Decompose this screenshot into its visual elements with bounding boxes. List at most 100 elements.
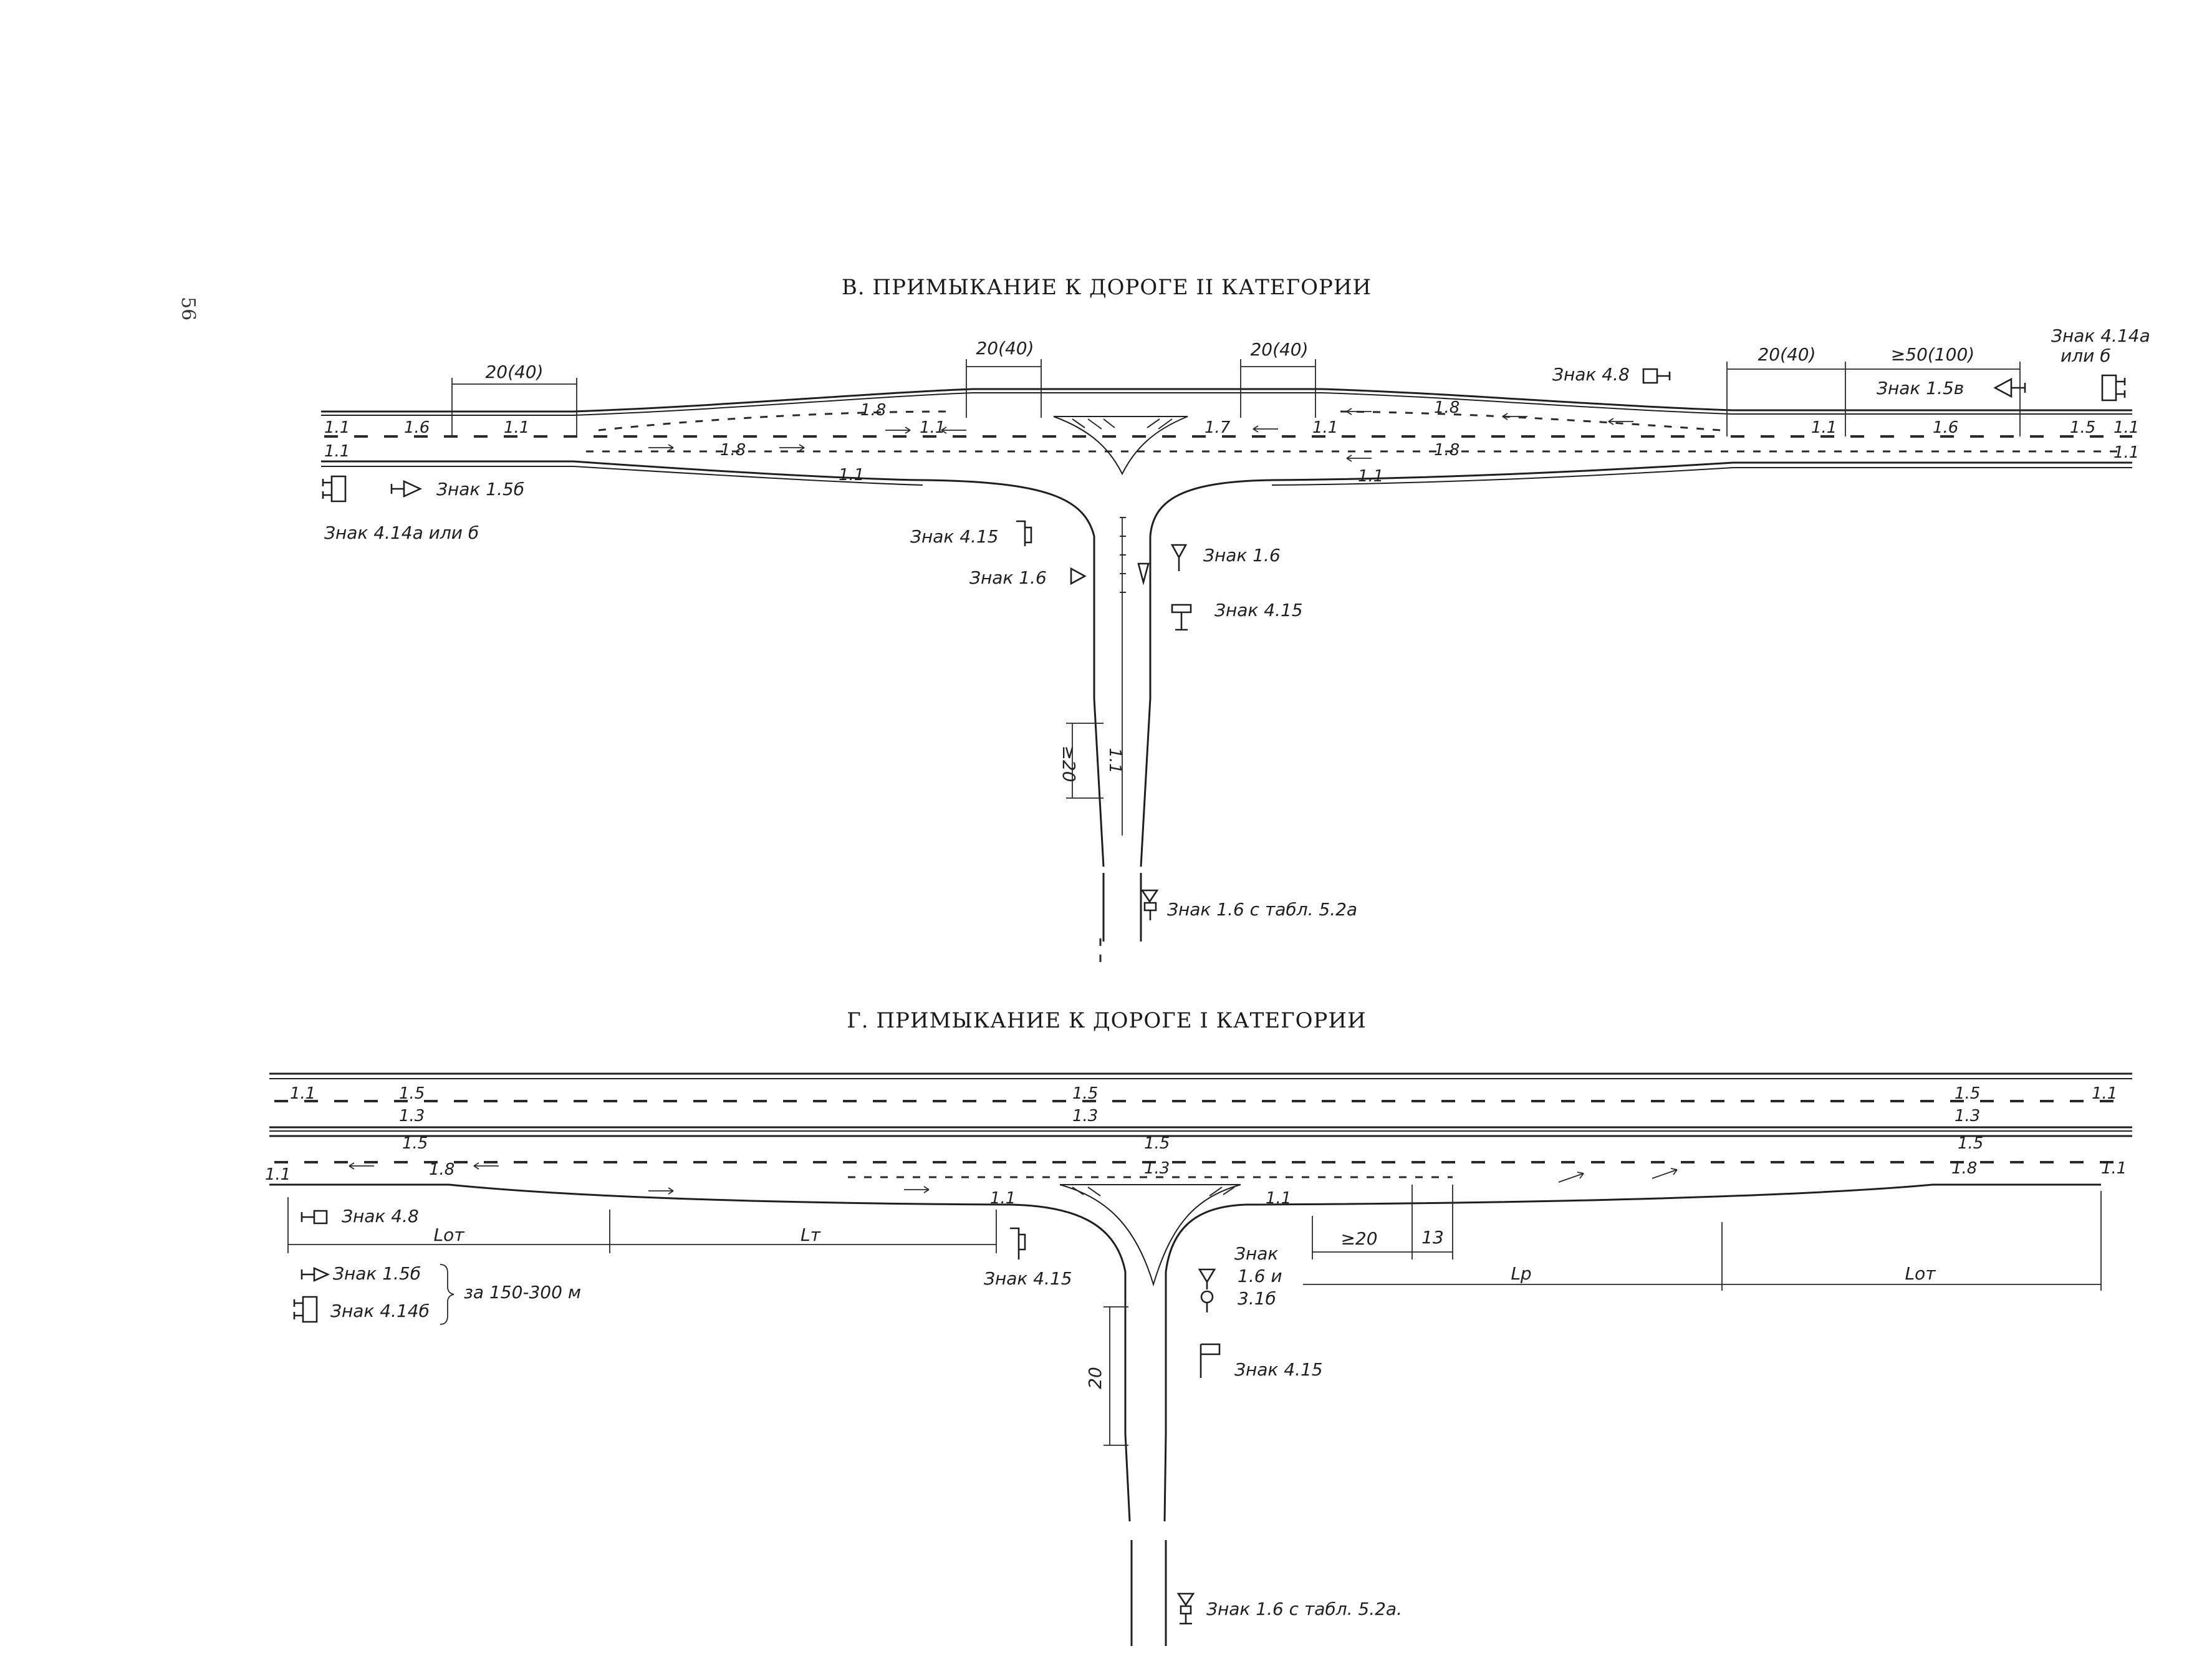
g-mark-b-1-1-r: 1.1: [2101, 1159, 2127, 1178]
g-sign-1-5b-label: Знак 1.5б: [333, 1263, 421, 1284]
v-bottom-inner-left: [321, 466, 923, 486]
page-number: 56: [177, 297, 199, 320]
g-dim-lot-right: [1722, 1191, 2102, 1291]
v-dim-vert-label: ≥20: [1059, 745, 1079, 782]
v-mark-1-8-d: 1.8: [1434, 441, 1459, 460]
g-mark-t-1-5-b: 1.5: [1072, 1084, 1098, 1103]
v-main-top-edge-inner: [321, 392, 2132, 416]
v-mark-1-1-h: 1.1: [1811, 418, 1837, 437]
g-sign-combo-line2: 1.6 и: [1238, 1266, 1282, 1286]
v-sign-1-6-right-icon: [1170, 544, 1188, 571]
v-mark-1-1-e: 1.1: [839, 466, 864, 484]
v-sign-4-8-label: Знак 4.8: [1552, 364, 1630, 385]
v-mark-1-1-j: 1.1: [2113, 443, 2139, 462]
v-lane-line-upper: [598, 410, 948, 431]
v-dim-2-label: 20(40): [976, 338, 1034, 359]
g-mark-b-1-3: 1.3: [1144, 1159, 1170, 1178]
v-mark-1-1-c: 1.1: [324, 442, 350, 461]
g-sign-combo-icon: [1198, 1268, 1216, 1312]
g-mark-b-1-8-a: 1.8: [429, 1160, 454, 1179]
v-mark-1-8-a: 1.8: [860, 401, 886, 420]
g-sign-1-6-tab-label: Знак 1.6 с табл. 5.2а.: [1206, 1599, 1402, 1619]
g-dim-lot-left-label: Lот: [433, 1225, 464, 1245]
v-dim-2: [966, 359, 1042, 418]
v-sign-1-6-left-icon: [1070, 567, 1087, 585]
v-dimensions: 20(40) 20(40) 20(40) 20(40) ≥50(100) ≥20: [451, 338, 2021, 799]
v-mark-1-8-c: 1.8: [1434, 398, 1459, 417]
g-mark-b-1-1-c: 1.1: [990, 1189, 1016, 1208]
v-mark-1-1-g: 1.1: [1358, 467, 1383, 486]
g-dim-lot-right-label: Lот: [1905, 1263, 1936, 1284]
v-mark-1-1-stem: 1.1: [1105, 748, 1124, 773]
g-dim-vert-label: 20: [1085, 1367, 1105, 1389]
g-island: [1059, 1184, 1241, 1287]
v-bottom-inner-right: [1271, 467, 2132, 486]
v-dim-3: [1240, 359, 1316, 418]
v-sign-4-14-right-or: или б: [2061, 345, 2110, 366]
v-sign-1-6-tab-icon: [1140, 889, 1159, 920]
g-sign-4-15-right-icon: [1200, 1343, 1221, 1378]
section-v-road: [321, 388, 2132, 963]
section-g-road: [269, 1072, 2132, 1646]
g-mark-t-1-1-r: 1.1: [2092, 1084, 2117, 1103]
g-mark-t-1-3-c: 1.3: [1955, 1107, 1980, 1125]
g-sign-4-15-left-label: Знак 4.15: [984, 1268, 1072, 1289]
g-sign-1-5b-icon: [301, 1266, 330, 1283]
g-marking-labels: 1.1 1.5 1.3 1.5 1.3 1.5 1.3 1.1 1.5 1.1 …: [265, 1084, 2127, 1208]
g-sign-combo-line3: 3.1б: [1238, 1288, 1276, 1309]
g-mark-t-1-5-a: 1.5: [399, 1084, 425, 1103]
g-lane-arrows: [349, 1162, 1678, 1195]
v-sign-4-15-right-icon: [1171, 604, 1192, 631]
v-sign-4-15-right-label: Знак 4.15: [1214, 600, 1303, 620]
g-sign-distance-label: за 150-300 м: [464, 1282, 581, 1302]
v-sign-4-14-right-icon: [2101, 374, 2126, 402]
g-sign-4-14b-icon: [293, 1296, 318, 1323]
v-island-hatch: [1072, 418, 1173, 430]
v-dim-5: [1845, 362, 2021, 436]
v-sign-1-5b-icon: [390, 479, 423, 498]
section-v-title: В. ПРИМЫКАНИЕ К ДОРОГЕ II КАТЕГОРИИ: [842, 275, 1372, 300]
v-dim-4-label: 20(40): [1758, 344, 1815, 365]
g-dim-lt-label: Lт: [801, 1225, 821, 1245]
v-sign-1-6-tab-label: Знак 1.6 с табл. 5.2а: [1167, 899, 1357, 920]
g-mark-t-1-5-c: 1.5: [1955, 1084, 1980, 1103]
v-sign-4-8-icon: [1642, 368, 1671, 384]
g-sign-4-8-icon: [301, 1210, 328, 1225]
v-lane-arrows: [648, 408, 1633, 462]
g-sign-4-8-label: Знак 4.8: [342, 1206, 419, 1226]
v-dim-4: [1726, 362, 1846, 436]
v-sign-1-5b-label: Знак 1.5б: [436, 479, 524, 499]
g-sign-combo-line1: Знак: [1234, 1243, 1278, 1264]
v-sign-4-14-right-label: Знак 4.14а: [2051, 325, 2150, 346]
g-dim-lot-left: [287, 1197, 610, 1253]
g-dim-lt: [610, 1210, 997, 1253]
v-dim-vert: [1066, 723, 1104, 799]
g-mark-t-1-3-b: 1.3: [1072, 1107, 1098, 1125]
v-mark-1-1-a: 1.1: [324, 418, 350, 437]
section-g-title: Г. ПРИМЫКАНИЕ К ДОРОГЕ I КАТЕГОРИИ: [847, 1008, 1366, 1033]
g-sign-4-15-left-icon: [1010, 1227, 1026, 1259]
g-signs: Знак 4.8 Знак 1.5б Знак 4.14б за 150-300…: [293, 1206, 1402, 1625]
v-island: [1053, 416, 1188, 476]
v-sign-1-6-stem-icon: [1137, 562, 1150, 586]
v-sign-4-15-left-icon: [1016, 520, 1032, 546]
g-sign-1-6-tab-icon: [1176, 1592, 1195, 1625]
v-dim-1: [451, 378, 577, 436]
g-sign-bracket: [440, 1264, 454, 1325]
g-mark-b-1-1-l: 1.1: [265, 1165, 291, 1184]
v-sign-1-6-right-label: Знак 1.6: [1203, 545, 1281, 566]
v-dim-3-label: 20(40): [1250, 339, 1308, 360]
g-mark-b-1-8-r: 1.8: [1951, 1159, 1977, 1178]
g-dim-ge20-label: ≥20: [1340, 1228, 1377, 1249]
v-dim-1-label: 20(40): [485, 362, 543, 382]
v-mark-1-6-a: 1.6: [404, 418, 430, 437]
g-bottom-edge-right: [1163, 1183, 2101, 1522]
g-mark-b-1-5-a: 1.5: [402, 1134, 428, 1153]
v-main-top-edge: [321, 388, 2132, 413]
v-stem-hatch: [1120, 517, 1126, 593]
v-mark-1-6-b: 1.6: [1933, 418, 1958, 437]
g-dim-13: [1412, 1185, 1453, 1259]
v-sign-1-5v-label: Знак 1.5в: [1877, 378, 1964, 398]
v-lane-line-upper-right: [1340, 410, 1721, 431]
g-dim-ge20: [1312, 1185, 1413, 1259]
